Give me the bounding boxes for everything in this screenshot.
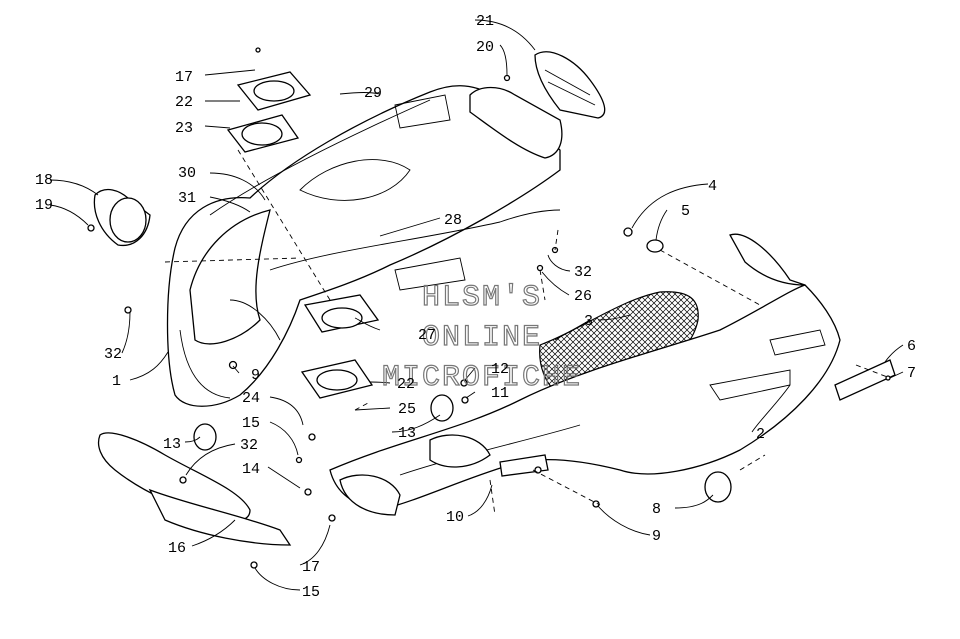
grommet-part-13a bbox=[193, 423, 217, 451]
callout-9-left: 9 bbox=[251, 367, 260, 384]
fasteners bbox=[87, 47, 891, 569]
callout-32-left: 32 bbox=[104, 346, 122, 363]
callout-19: 19 bbox=[35, 197, 53, 214]
callout-28: 28 bbox=[444, 212, 462, 229]
callout-26: 26 bbox=[574, 288, 592, 305]
chassis-part-2 bbox=[329, 233, 841, 516]
callout-13-left: 13 bbox=[163, 436, 181, 453]
callout-12: 12 bbox=[491, 361, 509, 378]
gasket-part-22-23 bbox=[226, 71, 312, 153]
callout-31: 31 bbox=[178, 190, 196, 207]
callout-15-lower: 15 bbox=[302, 584, 320, 601]
cap-part-5 bbox=[646, 239, 664, 253]
callout-18: 18 bbox=[35, 172, 53, 189]
watermark-line-1: HLSM'S bbox=[422, 281, 542, 315]
callout-32-center: 32 bbox=[240, 437, 258, 454]
leader-lines bbox=[49, 19, 904, 591]
callout-1: 1 bbox=[112, 373, 121, 390]
cup-part-18 bbox=[93, 188, 151, 247]
grommet-part-13b bbox=[430, 394, 454, 422]
callout-32-right: 32 bbox=[574, 264, 592, 281]
gasket-part-27 bbox=[303, 294, 380, 333]
callout-4: 4 bbox=[708, 178, 717, 195]
bumper-part-16 bbox=[97, 432, 292, 546]
front-cover-part-21 bbox=[469, 51, 606, 159]
callout-labels: 21 20 17 22 23 29 30 31 28 18 19 4 5 32 … bbox=[35, 13, 916, 601]
callout-2: 2 bbox=[756, 426, 765, 443]
callout-13-center: 13 bbox=[398, 425, 416, 442]
watermark-line-3: MICROFICHE bbox=[382, 361, 582, 395]
callout-14: 14 bbox=[242, 461, 260, 478]
callout-20: 20 bbox=[476, 39, 494, 56]
watermark-line-2: ONLINE bbox=[422, 321, 542, 355]
callout-22: 22 bbox=[175, 94, 193, 111]
callout-10: 10 bbox=[446, 509, 464, 526]
callout-22-lower: 22 bbox=[397, 376, 415, 393]
callout-5: 5 bbox=[681, 203, 690, 220]
callout-30: 30 bbox=[178, 165, 196, 182]
callout-6: 6 bbox=[907, 338, 916, 355]
callout-29: 29 bbox=[364, 85, 382, 102]
callout-16: 16 bbox=[168, 540, 186, 557]
callout-7: 7 bbox=[907, 365, 916, 382]
callout-25: 25 bbox=[398, 401, 416, 418]
callout-11: 11 bbox=[491, 385, 509, 402]
watermark: HLSM'S ONLINE MICROFICHE bbox=[381, 280, 582, 395]
callout-8: 8 bbox=[652, 501, 661, 518]
callout-9-right: 9 bbox=[652, 528, 661, 545]
callout-15-upper: 15 bbox=[242, 415, 260, 432]
callout-23: 23 bbox=[175, 120, 193, 137]
callout-21: 21 bbox=[476, 13, 494, 30]
callout-17: 17 bbox=[175, 69, 193, 86]
plug-part-8 bbox=[704, 471, 732, 503]
callout-3: 3 bbox=[584, 313, 593, 330]
hood-assembly bbox=[166, 85, 561, 407]
callout-17-lower: 17 bbox=[302, 559, 320, 576]
reflector-part-6 bbox=[834, 359, 896, 401]
callout-27: 27 bbox=[418, 327, 436, 344]
callout-24: 24 bbox=[242, 390, 260, 407]
gasket-part-22b bbox=[300, 359, 374, 399]
